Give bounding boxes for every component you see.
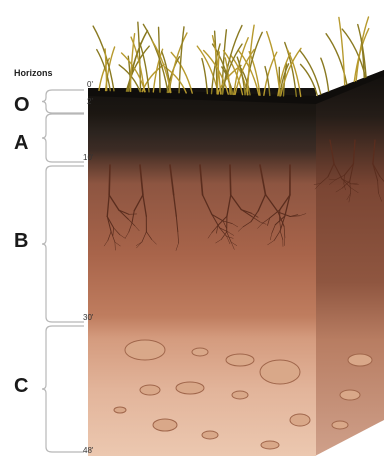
pebble bbox=[192, 348, 208, 356]
grass-blade bbox=[321, 58, 329, 91]
grass-blade bbox=[342, 29, 365, 77]
horizon-brackets bbox=[42, 90, 84, 452]
grass-surface bbox=[93, 17, 369, 96]
horizon-letter-a: A bbox=[14, 132, 28, 154]
pebble bbox=[125, 340, 165, 360]
horizon-letter-c: C bbox=[14, 375, 28, 397]
pebble bbox=[260, 360, 300, 384]
root-segment bbox=[230, 165, 231, 195]
depth-label-48: 48' bbox=[83, 446, 94, 455]
pebble bbox=[340, 390, 360, 400]
grass-blade bbox=[339, 17, 345, 85]
grass-blade bbox=[140, 43, 149, 92]
pebble bbox=[348, 354, 372, 366]
root-segment bbox=[109, 165, 110, 195]
horizons-legend-title: Horizons bbox=[14, 68, 53, 78]
horizon-bracket bbox=[42, 166, 84, 322]
pebble bbox=[226, 354, 254, 366]
horizon-bracket bbox=[42, 114, 84, 162]
pebble bbox=[153, 419, 177, 431]
horizon-letter-b: B bbox=[14, 230, 28, 252]
depth-label-0: 0' bbox=[87, 80, 93, 89]
pebble bbox=[261, 441, 279, 449]
grass-blade bbox=[169, 33, 187, 92]
grass-blade bbox=[300, 51, 321, 95]
horizon-letter-o: O bbox=[14, 94, 30, 116]
depth-label-30: 30' bbox=[83, 313, 94, 322]
pebble bbox=[176, 382, 204, 394]
pebble bbox=[202, 431, 218, 439]
pebble bbox=[232, 391, 248, 399]
pebble bbox=[332, 421, 348, 429]
pebble bbox=[140, 385, 160, 395]
pebble bbox=[114, 407, 126, 413]
horizon-bracket bbox=[42, 326, 84, 452]
grass-blade bbox=[171, 52, 192, 93]
soil-block-front bbox=[88, 88, 316, 456]
horizon-bracket bbox=[42, 90, 84, 113]
depth-label-10: 10' bbox=[83, 153, 94, 162]
depth-label-2: 2' bbox=[87, 97, 93, 106]
pebble bbox=[290, 414, 310, 426]
